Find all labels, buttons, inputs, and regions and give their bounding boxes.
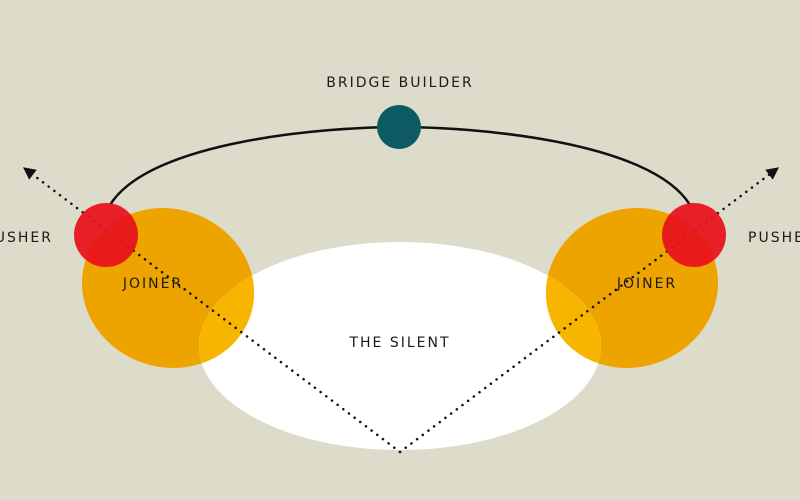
silent-shape — [199, 242, 601, 450]
label-pusher-left: PUSHER — [0, 230, 53, 246]
pusher-left-arrow — [23, 167, 402, 454]
label-pusher-right: PUSHER — [748, 230, 800, 246]
pusher-left-node — [74, 203, 138, 267]
label-the-silent: THE SILENT — [348, 335, 450, 351]
bridge-builder-node — [377, 105, 421, 149]
label-bridge-builder: BRIDGE BUILDER — [326, 75, 474, 91]
label-joiner-left: JOINER — [122, 276, 183, 292]
pusher-right-node — [662, 203, 726, 267]
label-joiner-right: JOINER — [616, 276, 677, 292]
